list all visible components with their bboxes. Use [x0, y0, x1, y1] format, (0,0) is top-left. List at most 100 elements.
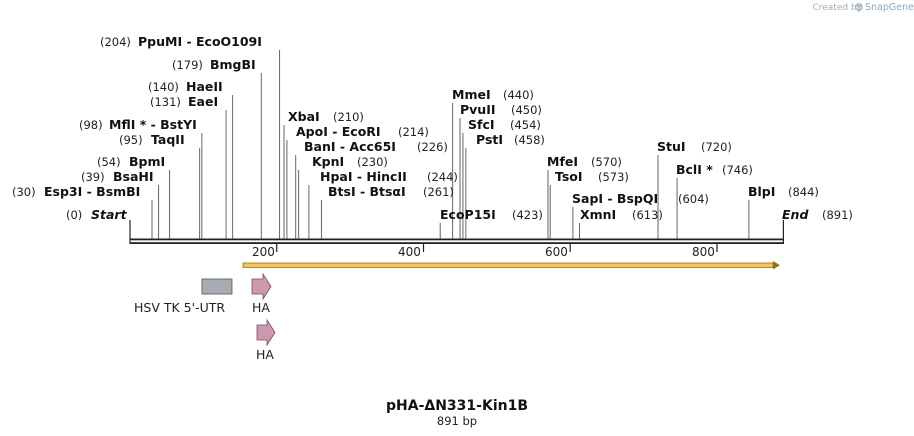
site-name: TsoI — [555, 169, 583, 184]
site-name: EaeI — [188, 94, 218, 109]
site-name: XbaI — [288, 109, 320, 124]
site-name: PpuMI - EcoO109I — [138, 34, 262, 49]
site-position: (95) — [119, 133, 143, 147]
site-name: MmeI — [452, 87, 491, 102]
site-name: EcoP15I — [440, 207, 496, 222]
site-label-xmni[interactable]: XmnI (613) — [580, 207, 663, 222]
site-name: SfcI — [468, 117, 495, 132]
site-label-sfci[interactable]: SfcI (454) — [468, 117, 541, 132]
site-name: BpmI — [129, 154, 165, 169]
snapgene-credit[interactable]: Created by SnapGene — [812, 2, 914, 13]
end-position: (891) — [822, 208, 853, 222]
site-position: (720) — [701, 140, 732, 154]
site-position: (230) — [357, 155, 388, 169]
site-label-esp3i[interactable]: (30) Esp3I - BsmBI — [12, 184, 140, 199]
site-name: TaqII — [151, 132, 185, 147]
site-name: PvuII — [460, 102, 496, 117]
site-position: (450) — [511, 103, 542, 117]
site-label-mfli[interactable]: (98) MflI * - BstYI — [79, 117, 197, 132]
site-label-tsoi[interactable]: TsoI (573) — [555, 169, 629, 184]
site-name: MfeI — [547, 154, 578, 169]
site-label-apoi[interactable]: ApoI - EcoRI (214) — [296, 124, 429, 139]
site-label-psti[interactable]: PstI (458) — [476, 132, 545, 147]
site-position: (454) — [510, 118, 541, 132]
orf-arrow[interactable] — [242, 261, 780, 270]
site-position: (140) — [148, 80, 179, 94]
end-name: End — [782, 207, 809, 222]
site-position: (54) — [97, 155, 121, 169]
site-position: (440) — [503, 88, 534, 102]
site-label-btsi[interactable]: BtsI - BtsαI (261) — [328, 184, 454, 199]
plasmid-length: 891 bp — [437, 414, 477, 428]
start-position: (0) — [66, 208, 82, 222]
site-position: (746) — [722, 163, 753, 177]
tick-label: 200 — [252, 245, 275, 259]
site-name: KpnI — [312, 154, 344, 169]
feature-ha-2[interactable]: HA — [256, 318, 276, 362]
plasmid-title: pHA-ΔN331-Kin1B — [386, 398, 528, 414]
start-label[interactable]: (0) Start — [66, 207, 128, 222]
site-label-stui[interactable]: StuI (720) — [657, 139, 732, 154]
site-label-hpai[interactable]: HpaI - HincII (244) — [320, 169, 458, 184]
site-label-sapi[interactable]: SapI - BspQI (604) — [572, 191, 709, 206]
end-label[interactable]: End (891) — [782, 207, 853, 222]
tick-label: 800 — [692, 245, 715, 259]
site-lines — [151, 50, 750, 240]
feature-ha-1[interactable]: HA — [251, 272, 272, 315]
site-label-bani[interactable]: BanI - Acc65I (226) — [304, 139, 448, 154]
site-position: (204) — [100, 35, 131, 49]
site-position: (131) — [150, 95, 181, 109]
site-label-bpmi[interactable]: (54) BpmI — [97, 154, 165, 169]
site-label-blpi[interactable]: BlpI (844) — [748, 184, 819, 199]
feature-label: HA — [252, 300, 270, 315]
site-label-mfei[interactable]: MfeI (570) — [547, 154, 622, 169]
orf-body — [242, 262, 774, 268]
site-name: ApoI - EcoRI — [296, 124, 381, 139]
site-label-xbai[interactable]: XbaI (210) — [288, 109, 364, 124]
site-position: (179) — [172, 58, 203, 72]
site-label-bsahi[interactable]: (39) BsaHI — [81, 169, 154, 184]
site-label-ecop15i[interactable]: EcoP15I (423) — [440, 207, 543, 222]
orf-arrowhead — [773, 261, 780, 270]
site-name: BtsI - BtsαI — [328, 184, 406, 199]
feature-hsv-tk-utr[interactable]: HSV TK 5'-UTR — [134, 278, 233, 315]
site-label-bcli[interactable]: BclI * (746) — [676, 162, 753, 177]
site-label-pvuii[interactable]: PvuII (450) — [460, 102, 542, 117]
scale-ruler: 200 400 600 800 — [252, 244, 718, 259]
site-label-kpni[interactable]: KpnI (230) — [312, 154, 388, 169]
site-label-mmei[interactable]: MmeI (440) — [452, 87, 534, 102]
site-label-ppumi[interactable]: (204) PpuMI - EcoO109I — [100, 34, 262, 49]
site-position: (214) — [398, 125, 429, 139]
site-label-eaei[interactable]: (131) EaeI — [150, 94, 218, 109]
site-name: BlpI — [748, 184, 775, 199]
feature-label: HSV TK 5'-UTR — [134, 300, 225, 315]
snapgene-logo-icon — [855, 3, 863, 11]
ha-arrow-icon — [251, 272, 272, 301]
site-position: (458) — [514, 133, 545, 147]
dna-backbone — [130, 238, 784, 244]
site-label-haeii[interactable]: (140) HaeII — [148, 79, 223, 94]
site-position: (39) — [81, 170, 105, 184]
site-name: BmgBI — [210, 57, 256, 72]
tick-label: 400 — [398, 245, 421, 259]
site-label-taqii[interactable]: (95) TaqII — [119, 132, 185, 147]
site-position: (423) — [512, 208, 543, 222]
site-position: (573) — [598, 170, 629, 184]
site-name: HaeII — [186, 79, 223, 94]
site-name: Esp3I - BsmBI — [44, 184, 140, 199]
ha-arrow-icon — [256, 318, 276, 347]
site-position: (226) — [417, 140, 448, 154]
site-position: (98) — [79, 118, 103, 132]
site-position: (570) — [591, 155, 622, 169]
site-name: BsaHI — [113, 169, 154, 184]
tick-label: 600 — [545, 245, 568, 259]
site-name: HpaI - HincII — [320, 169, 407, 184]
start-name: Start — [91, 207, 128, 222]
site-name: StuI — [657, 139, 686, 154]
feature-label: HA — [256, 347, 274, 362]
site-name: BanI - Acc65I — [304, 139, 396, 154]
site-position: (844) — [788, 185, 819, 199]
site-label-bmgbi[interactable]: (179) BmgBI — [172, 57, 256, 72]
site-position: (210) — [333, 110, 364, 124]
